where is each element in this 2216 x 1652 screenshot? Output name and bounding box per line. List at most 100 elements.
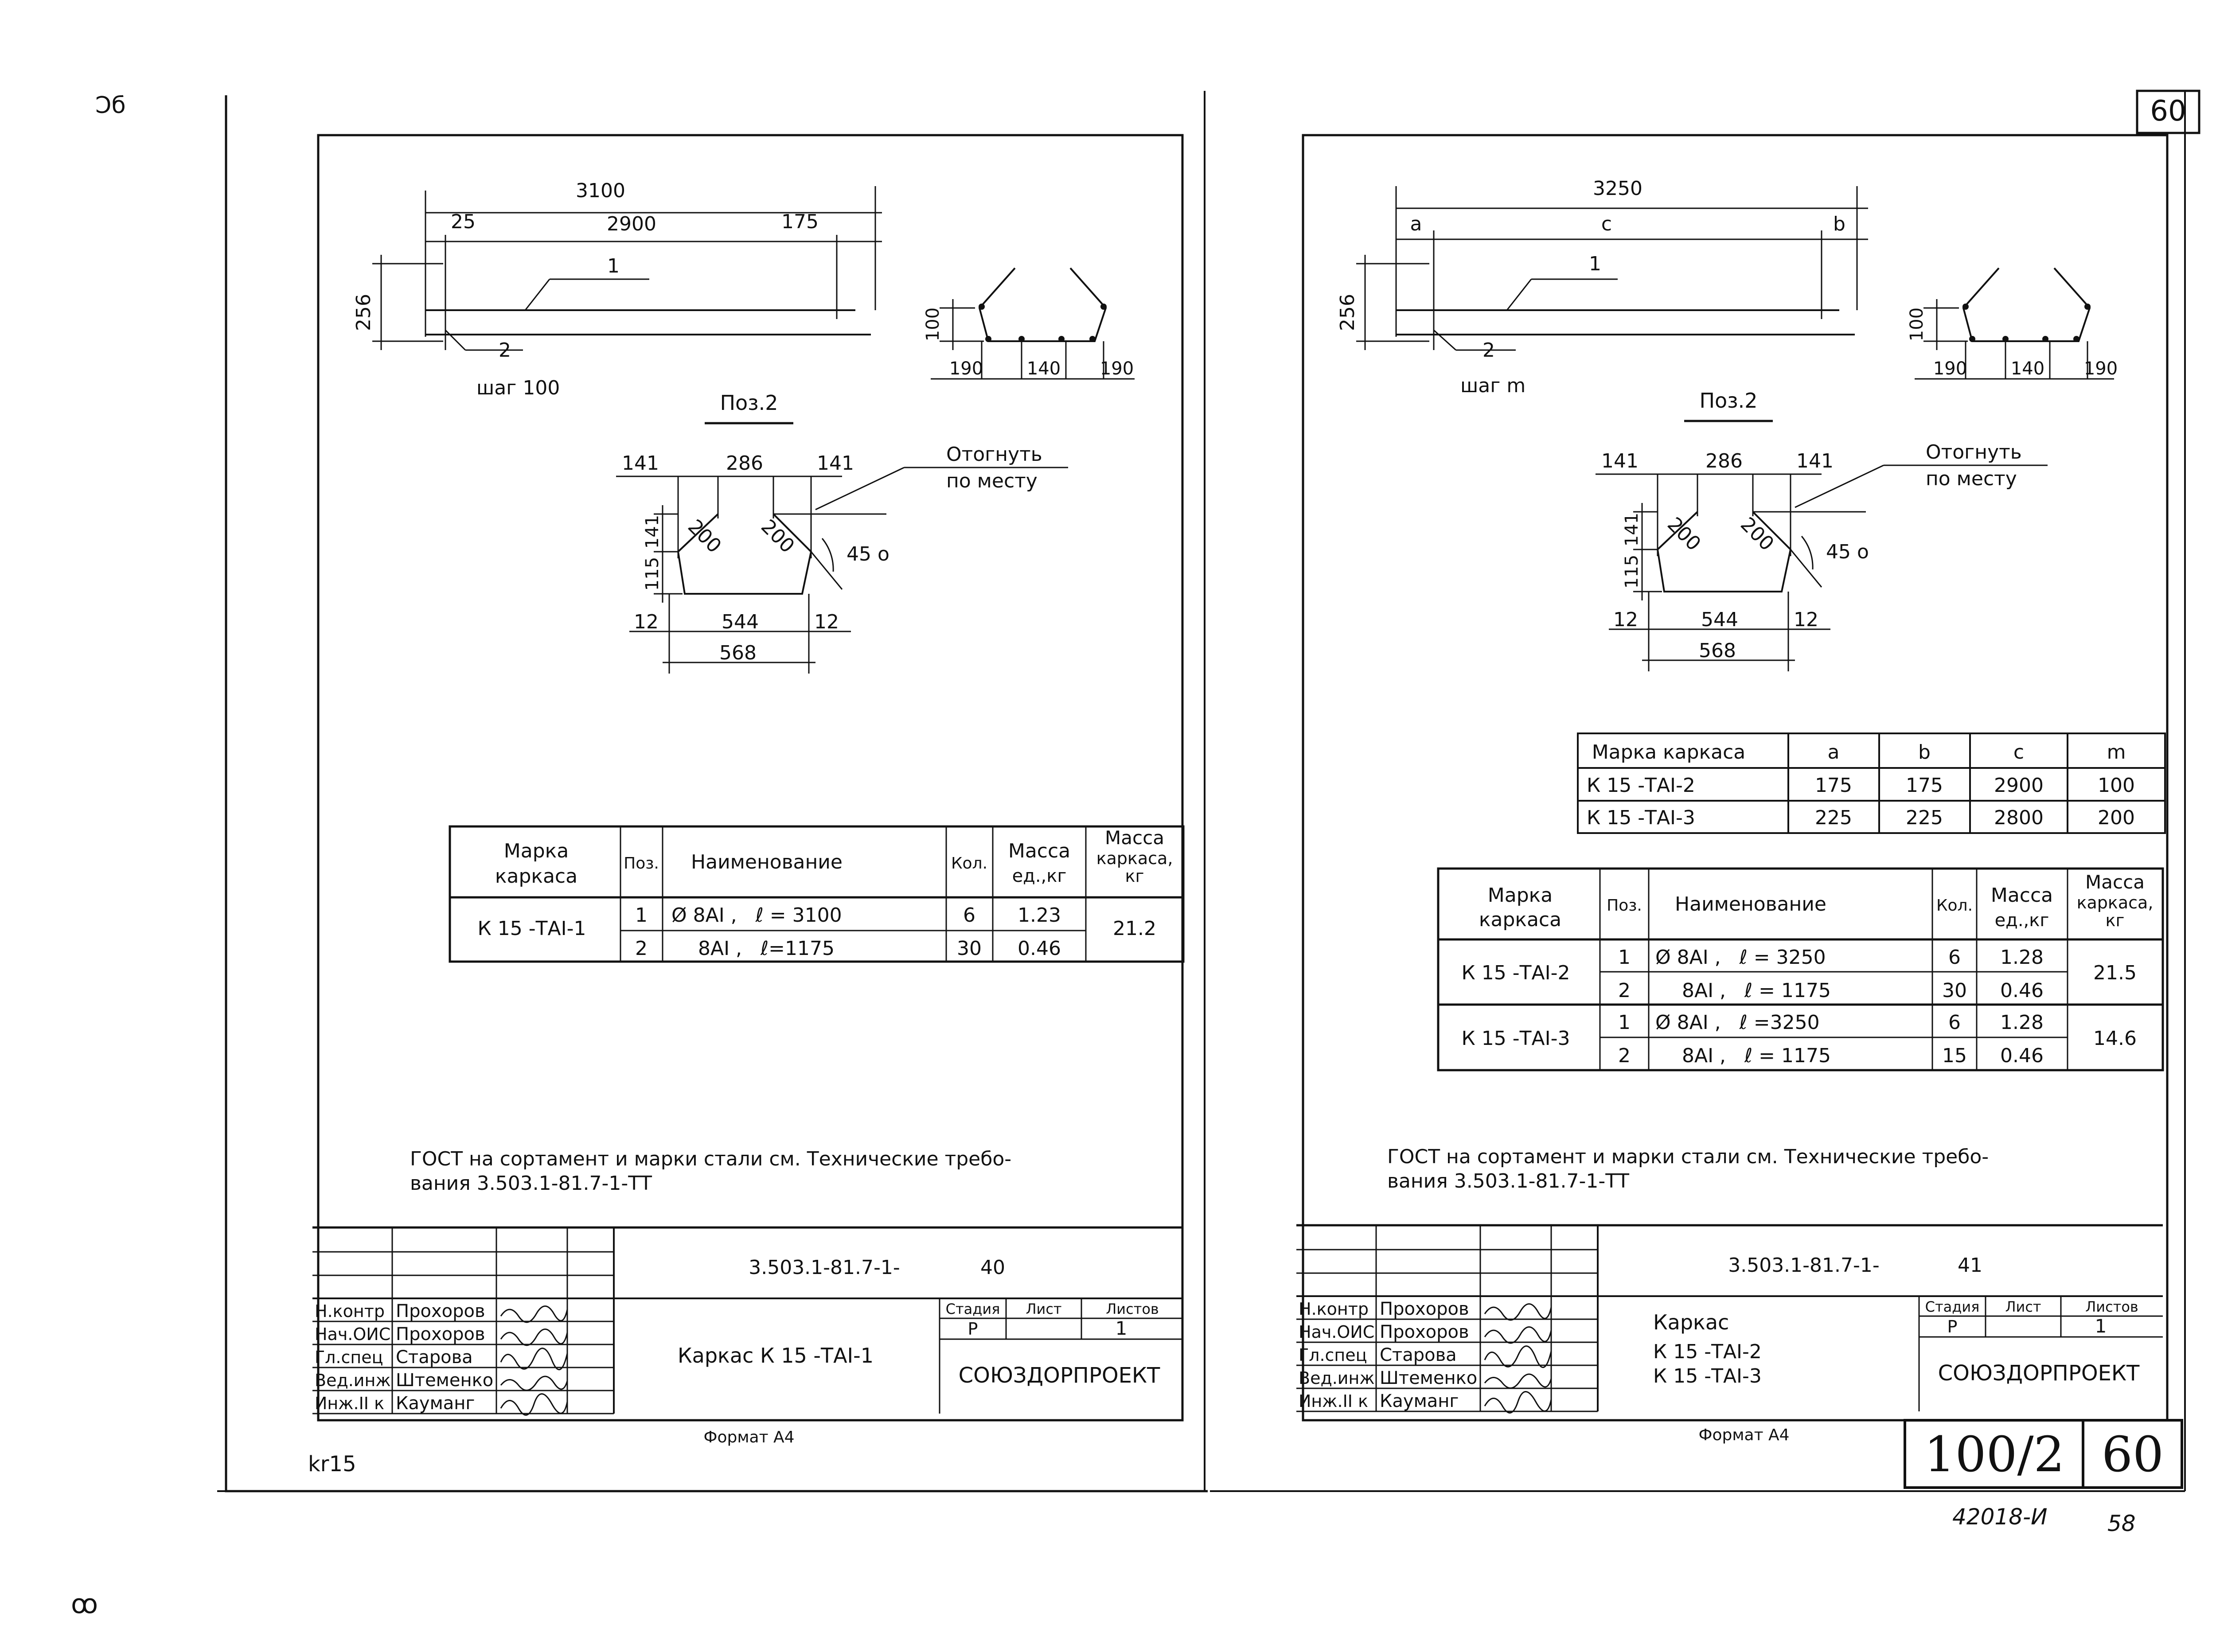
- params-h-m: m: [2107, 741, 2126, 764]
- corner-mark-top: Ͻб: [95, 92, 126, 119]
- left-sheet: 3100 25 2900 175 256 1 2 шаг 100 100 190…: [312, 134, 1185, 1446]
- r-stamp-name-2: Прохоров: [1380, 1322, 1469, 1342]
- r-spec-h-pos: Поз.: [1607, 896, 1642, 915]
- r-stamp-sheet-label: Лист: [2005, 1298, 2041, 1315]
- r-spec-g1-total: 21.5: [2093, 962, 2137, 984]
- r-spec-g2-r1-qty: 6: [1948, 1011, 1961, 1034]
- r-dim-overall: 3250: [1593, 177, 1642, 200]
- stamp-sheets: 1: [1116, 1317, 1128, 1339]
- pos2-note-2: по месту: [946, 470, 1038, 492]
- spec-r2-pos: 2: [635, 937, 648, 960]
- pos2-diag-left: 200: [683, 515, 726, 557]
- spec-r1-pos: 1: [635, 904, 648, 927]
- r-spec-h-mass-1: Масса: [1991, 884, 2053, 907]
- left-section-bars: [979, 304, 1107, 342]
- r-spec-h-total-2: каркаса,: [2077, 893, 2154, 912]
- r-stamp-title-1: Каркас: [1653, 1310, 1729, 1334]
- svg-text:60: 60: [2150, 95, 2186, 128]
- r-pos2-top-right: 141: [1796, 450, 1834, 472]
- params-h-b: b: [1918, 741, 1931, 764]
- right-sheet: 3250 a c b 256 1 2 шаг m 100 190 140 190…: [1296, 134, 2169, 1444]
- pos2-angle: 45 о: [847, 543, 890, 565]
- stamp-org: СОЮЗДОРПРОЕКТ: [959, 1363, 1160, 1388]
- right-spec-table: Марка каркаса Поз. Наименование Кол. Мас…: [1437, 867, 2164, 1071]
- stamp-doc-code: 3.503.1-81.7-1-: [749, 1256, 900, 1279]
- left-cross-section: [931, 267, 1135, 380]
- corner-mark-bottom: ꝏ: [71, 1589, 98, 1620]
- note-line-1: ГОСТ на сортамент и марки стали см. Техн…: [410, 1148, 1011, 1170]
- r-pos2-title: Поз.2: [1699, 389, 1757, 413]
- spec-r1-mass: 1.23: [1018, 904, 1061, 927]
- r-stamp-sheets: 1: [2095, 1315, 2107, 1337]
- params-h-mark: Марка каркаса: [1592, 741, 1746, 764]
- params-r1-c: 2900: [1994, 774, 2044, 797]
- r-spec-g1-r1-pos: 1: [1618, 946, 1631, 969]
- r-pos2-note-2: по месту: [1926, 468, 2017, 490]
- r-spec-g1-mark: К 15 -ТАI-2: [1462, 962, 1570, 984]
- r-dim-right-offset: b: [1833, 213, 1845, 235]
- r-dim-left-offset: a: [1410, 213, 1422, 235]
- r-spec-g1-r2-name: 8AI , ℓ = 1175: [1682, 979, 1831, 1002]
- r-note-line-1: ГОСТ на сортамент и марки стали см. Техн…: [1387, 1145, 1989, 1168]
- r-stamp-name-3: Старова: [1380, 1345, 1457, 1365]
- r-pos2-note-1: Отогнуть: [1926, 441, 2022, 464]
- section-height: 100: [923, 308, 943, 341]
- spec-h-total-3: кг: [1125, 866, 1144, 886]
- r-pos2-angle: 45 о: [1826, 541, 1869, 563]
- stamp-sheet-label: Лист: [1026, 1301, 1061, 1317]
- r-pos2-diag-left: 200: [1663, 513, 1705, 555]
- spec-h-qty: Кол.: [951, 854, 987, 873]
- spec-r2-mass: 0.46: [1018, 937, 1061, 960]
- r-spec-h-mass-2: ед.,кг: [1995, 910, 2049, 931]
- spec-h-mark-2: каркаса: [495, 865, 577, 888]
- dim-middle: 2900: [607, 213, 656, 235]
- r-pos2-left-vert: 141: [1622, 513, 1642, 546]
- stamp-signatures: [500, 1305, 568, 1416]
- r-pos2-bot-mid: 544: [1701, 608, 1738, 631]
- r-spec-g1-r2-qty: 30: [1942, 979, 1967, 1002]
- stamp-role-4: Вед.инж: [315, 1371, 391, 1390]
- params-r2-c: 2800: [1994, 807, 2044, 829]
- params-r2-b: 225: [1906, 807, 1943, 829]
- r-stamp-name-5: Кауманг: [1380, 1391, 1459, 1411]
- r-stamp-role-3: Гл.спец: [1299, 1345, 1367, 1365]
- r-spec-g1-r1-mass: 1.28: [2000, 946, 2044, 969]
- r-spec-h-name: Наименование: [1675, 893, 1826, 916]
- pos2-top-right: 141: [817, 452, 854, 475]
- r-section-height: 100: [1907, 308, 1927, 341]
- pos2-bot-mid: 544: [722, 611, 759, 633]
- r-spec-g1-r2-pos: 2: [1618, 979, 1631, 1002]
- stamp-sheets-label: Листов: [1106, 1301, 1159, 1317]
- r-spec-g2-r2-qty: 15: [1942, 1044, 1967, 1067]
- r-section-left: 190: [1933, 358, 1967, 379]
- right-elevation: [1356, 186, 1868, 351]
- params-r2-m: 200: [2098, 807, 2135, 829]
- pos2-left-vert: 141: [642, 515, 663, 549]
- pos2-top-left: 141: [622, 452, 659, 475]
- r-pos2-low-vert: 115: [1622, 555, 1642, 588]
- pos2-top-mid: 286: [726, 452, 763, 475]
- dim-left-offset: 25: [451, 210, 476, 233]
- params-r1-m: 100: [2098, 774, 2135, 797]
- album-sheet: 60: [2102, 1426, 2164, 1483]
- stamp-role-3: Гл.спец: [315, 1348, 383, 1367]
- spec-r2-name: 8AI , ℓ=1175: [698, 937, 835, 960]
- left-elevation: [372, 186, 882, 351]
- r-section-mid: 140: [2011, 358, 2044, 379]
- r-stamp-role-1: Н.контр: [1299, 1299, 1369, 1319]
- r-stamp-role-2: Нач.ОИС: [1299, 1322, 1374, 1342]
- params-r2-mark: К 15 -ТАI-3: [1587, 807, 1695, 829]
- spec-h-name: Наименование: [691, 851, 843, 873]
- r-spec-g2-r2-pos: 2: [1618, 1044, 1631, 1067]
- r-stamp-stage-label: Стадия: [1925, 1298, 1980, 1315]
- r-stamp-title-3: К 15 -ТАI-3: [1653, 1365, 1762, 1387]
- left-pos2-shape: [616, 467, 1068, 674]
- r-pos2-bot-right: 12: [1794, 608, 1818, 631]
- r-pos2-top-left: 141: [1601, 450, 1639, 472]
- left-title-block: 3.503.1-81.7-1- 40 Н.контр Нач.ОИС Гл.сп…: [312, 1226, 1183, 1416]
- stamp-doc-num: 40: [980, 1256, 1005, 1279]
- r-dim-middle: c: [1601, 213, 1612, 235]
- stamp-name-5: Кауманг: [396, 1393, 475, 1414]
- album-code: 100/2: [1924, 1426, 2064, 1483]
- pos2-diag-right: 200: [757, 515, 799, 557]
